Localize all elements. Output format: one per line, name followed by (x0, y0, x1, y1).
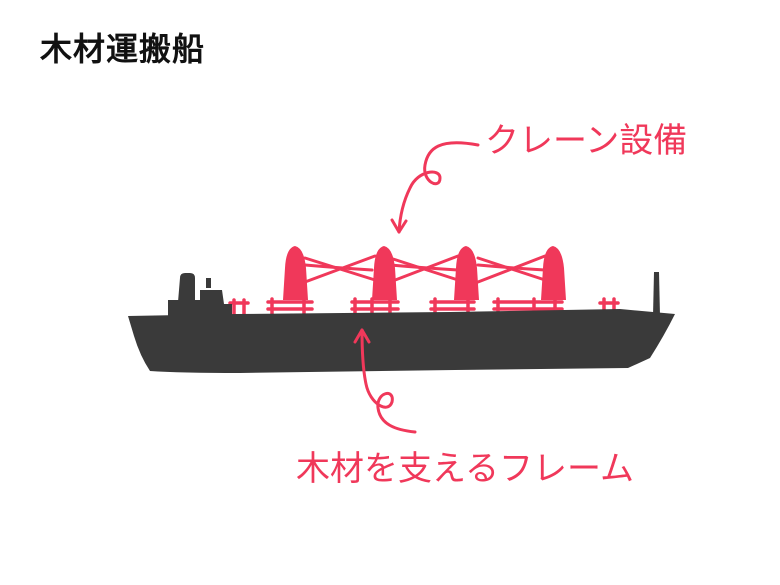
crane-equipment (283, 246, 566, 300)
bridge (168, 290, 232, 318)
mast-stub (206, 278, 211, 288)
arrow-head-frame (353, 328, 371, 344)
bow-mast (653, 272, 660, 316)
frame-2 (266, 297, 314, 316)
arrow-head-crane (390, 218, 408, 234)
crane-1 (283, 246, 308, 300)
arrow-to-frame (360, 328, 417, 434)
crane-4 (541, 246, 566, 300)
frame-5 (492, 297, 564, 316)
crane-3 (454, 246, 479, 300)
frame-label: 木材を支えるフレーム (296, 449, 634, 489)
lumber-frames (228, 297, 620, 316)
arrow-to-crane (397, 141, 480, 234)
page-title: 木材運搬船 (40, 30, 206, 68)
funnel (178, 273, 195, 302)
ship-hull (128, 272, 675, 373)
crane-label: クレーン設備 (485, 121, 688, 161)
arrows (353, 141, 480, 434)
frame-1 (228, 298, 250, 316)
hull (128, 309, 675, 373)
crane-2 (372, 246, 397, 300)
frame-3 (350, 297, 400, 316)
frame-4 (429, 297, 476, 316)
crane-boom (303, 263, 547, 272)
